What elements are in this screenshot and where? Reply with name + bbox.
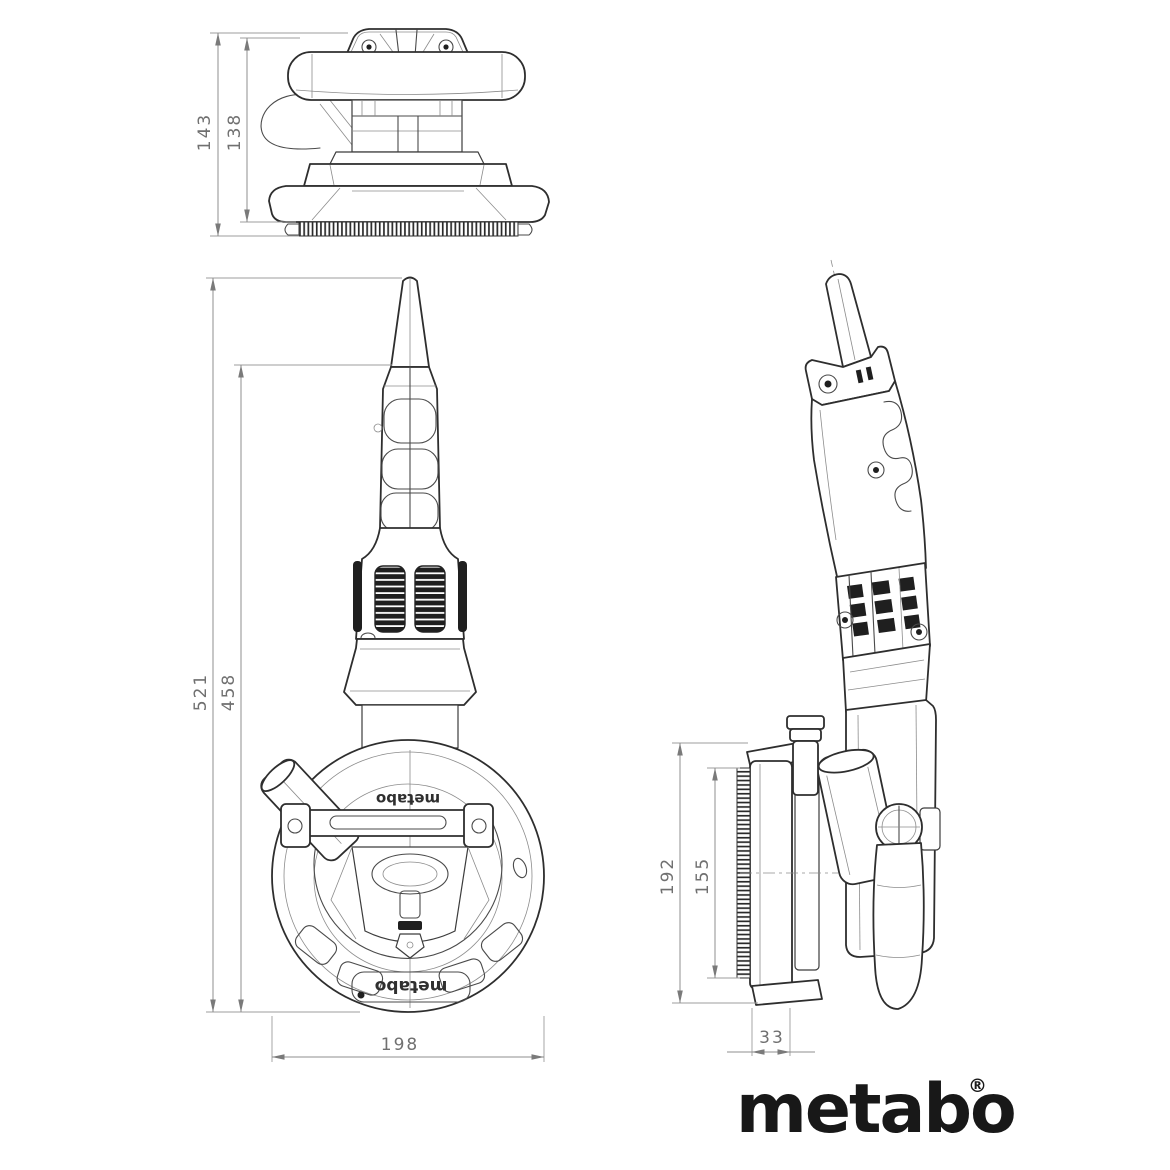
- motor-barrel: [361, 704, 459, 749]
- front-view-drawing: metabo metabo: [260, 276, 545, 1013]
- dim-label-33: 33: [759, 1028, 785, 1048]
- dim-label-198: 198: [381, 1035, 419, 1055]
- guard-back-plate: [794, 769, 820, 971]
- side-view-drawing: [736, 259, 941, 1010]
- dim-label-192: 192: [658, 857, 678, 895]
- dim-label-143: 143: [195, 113, 215, 151]
- front-view-dimensions: 521 458 198: [191, 277, 545, 1062]
- guard-inner-handle: [313, 811, 503, 959]
- dim-label-138: 138: [225, 113, 245, 151]
- clamp-band: [308, 809, 466, 837]
- grip-pad: [381, 448, 439, 490]
- dim-label-458: 458: [219, 673, 239, 711]
- top-guard-skirt: [268, 185, 550, 223]
- side-guard: [749, 760, 793, 990]
- motor-cowl: [343, 638, 477, 706]
- handle-clamp: [919, 807, 941, 851]
- dim-label-521: 521: [191, 673, 211, 711]
- front-vent-housing: [355, 527, 465, 640]
- product-label-lower: metabo: [375, 976, 448, 996]
- grip-pad: [383, 398, 437, 444]
- top-motor-housing: [351, 99, 463, 153]
- metabo-logo-text: metabo: [736, 1070, 1015, 1149]
- product-label-upper: metabo: [376, 790, 440, 808]
- brand-plate: [351, 971, 471, 1003]
- guard-foot: [751, 979, 823, 1006]
- dust-port: [786, 715, 825, 796]
- top-view-dimensions: 143 138: [195, 32, 348, 237]
- top-handlebar: [287, 51, 526, 101]
- side-view-dimensions: 192 155 33: [658, 742, 815, 1056]
- side-vent-grille: [847, 576, 921, 637]
- dim-label-155: 155: [693, 857, 713, 895]
- guard-rim-pads: [294, 857, 528, 996]
- top-rollbar: [344, 28, 471, 59]
- cable-loop: [260, 93, 321, 150]
- registered-trademark-icon: ®: [968, 1075, 987, 1097]
- vent-grille-right: [414, 565, 446, 633]
- side-handle-grip: [872, 842, 925, 1010]
- vent-grille-left: [374, 565, 406, 633]
- top-view-drawing: [260, 28, 550, 237]
- top-brush-ring: [298, 221, 519, 237]
- metabo-logo: metabo ®: [736, 1070, 1017, 1149]
- side-cable-tip: [825, 273, 872, 368]
